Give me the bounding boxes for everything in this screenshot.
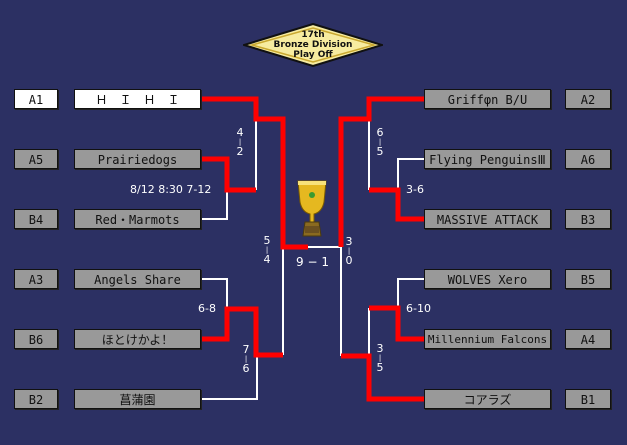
score-l-sf-bot: 7|6 <box>240 344 252 375</box>
title-line: Bronze Division <box>273 40 353 50</box>
team-box[interactable]: Red・Marmots <box>74 209 201 229</box>
team-box[interactable]: Ｈ Ｉ Ｈ Ｉ <box>74 89 201 109</box>
score-r-r1-top: 3-6 <box>406 183 424 196</box>
score-r-final: 3|0 <box>343 236 355 267</box>
team-box[interactable]: Millennium Falcons <box>424 329 551 349</box>
score-value: 3 <box>345 235 353 248</box>
win-r-a4 <box>369 305 424 342</box>
score-l-final: 5|4 <box>261 235 273 266</box>
title-line: 17th <box>301 30 325 40</box>
team-box[interactable]: MASSIVE ATTACK <box>424 209 551 229</box>
title-line: Play Off <box>293 50 333 60</box>
seed-label: B3 <box>565 209 611 229</box>
team-box[interactable]: Angels Share <box>74 269 201 289</box>
score-value: 0 <box>345 254 353 267</box>
score-r-sf-top: 6|5 <box>374 127 386 158</box>
seed-label: A3 <box>14 269 58 289</box>
score-value: 5 <box>376 145 384 158</box>
line-l-b4 <box>200 190 228 220</box>
score-value: 5 <box>376 361 384 374</box>
score-value: 7 <box>242 343 250 356</box>
win-r-b1 <box>341 353 424 402</box>
seed-label: A5 <box>14 149 58 169</box>
team-box[interactable]: WOLVES Xero <box>424 269 551 289</box>
score-r-r1-bot: 6-10 <box>406 302 431 315</box>
win-r-b3 <box>369 187 424 222</box>
line-l-a3 <box>200 278 228 309</box>
team-box[interactable]: Prairiedogs <box>74 149 201 169</box>
score-l-sf-top: 4|2 <box>234 127 246 158</box>
title-diamond <box>243 23 383 67</box>
line-l-b2 <box>200 355 258 400</box>
seed-label: A1 <box>14 89 58 109</box>
seed-label: B2 <box>14 389 58 409</box>
seed-label: B1 <box>565 389 611 409</box>
win-l-a1 <box>200 96 308 250</box>
score-value: 3 <box>376 342 384 355</box>
team-box[interactable]: Griffφn B/U <box>424 89 551 109</box>
win-r-a2 <box>338 96 424 247</box>
line-r-b5 <box>397 278 424 308</box>
team-box[interactable]: コアラズ <box>424 389 551 409</box>
score-l-r1-bot: 6-8 <box>198 302 216 315</box>
seed-label: B4 <box>14 209 58 229</box>
seed-label: A4 <box>565 329 611 349</box>
score-r-sf-bot: 3|5 <box>374 343 386 374</box>
seed-label: A2 <box>565 89 611 109</box>
team-box[interactable]: Flying PenguinsⅢ <box>424 149 551 169</box>
team-box[interactable]: ほとけかよ！ <box>74 329 201 349</box>
seed-label: B6 <box>14 329 58 349</box>
score-championship: 9 − 1 <box>296 255 329 269</box>
title-text: 17th Bronze Division Play Off <box>243 30 383 60</box>
win-l-b6 <box>200 306 283 358</box>
score-value: 6 <box>376 126 384 139</box>
score-value: 2 <box>236 145 244 158</box>
score-l-r1-top: 8/12 8:30 7-12 <box>130 183 212 196</box>
line-r-a6 <box>397 158 424 190</box>
seed-label: A6 <box>565 149 611 169</box>
score-value: 6 <box>242 362 250 375</box>
team-box[interactable]: 菖蒲園 <box>74 389 201 409</box>
seed-label: B5 <box>565 269 611 289</box>
trophy-icon <box>297 180 327 237</box>
score-value: 5 <box>263 234 271 247</box>
score-value: 4 <box>236 126 244 139</box>
win-l-a5 <box>200 156 256 193</box>
score-value: 4 <box>263 253 271 266</box>
